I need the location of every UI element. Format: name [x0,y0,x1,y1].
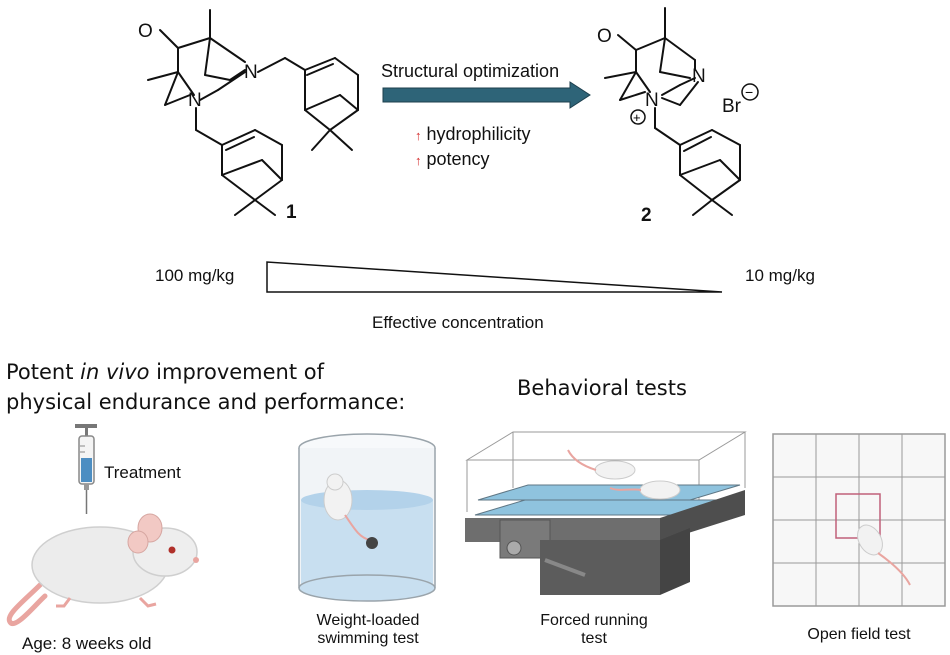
swimming-test-label-line2: swimming test [317,630,419,647]
age-label: Age: 8 weeks old [22,634,152,653]
swimming-test-label: Weight-loaded swimming test [288,612,448,648]
reaction-arrow-label: Structural optimization [381,61,560,81]
up-arrow-icon: ↑ [415,128,422,143]
improvement-hydrophilicity: ↑ hydrophilicity [415,124,531,145]
improvement-potency: ↑ potency [415,149,490,170]
open-field-label: Open field test [807,626,911,643]
running-test-label-line2: test [581,630,607,647]
improvement-text: hydrophilicity [426,124,531,144]
concentration-caption: Effective concentration [372,313,544,332]
compound-1-nitrogen-a: N [244,62,258,83]
endurance-title-line2: physical endurance and performance: [6,390,406,414]
up-arrow-icon: ↑ [415,153,422,168]
concentration-high-label: 100 mg/kg [155,266,235,285]
negative-charge-symbol: − [745,84,753,100]
endurance-prefix: Potent [6,360,81,384]
compound-1-oxygen: O [138,21,153,42]
endurance-suffix: improvement of [149,360,325,384]
endurance-title-line1: Potent in vivo improvement of [6,360,324,384]
concentration-low-label: 10 mg/kg [745,266,815,285]
treatment-label: Treatment [104,463,181,482]
running-test-label-line1: Forced running [540,612,648,629]
compound-2-counterion: Br [722,96,742,117]
swimming-test-label-line1: Weight-loaded [316,612,420,629]
negative-charge-icon [741,83,759,101]
endurance-italic: in vivo [80,360,150,384]
compound-2-nitrogen-b: N [645,90,659,111]
compound-2-nitrogen-a: N [692,66,706,87]
improvement-text: potency [426,149,490,169]
positive-charge-icon [630,109,646,125]
compound-2-oxygen: O [597,26,612,47]
running-test-label: Forced running test [524,612,664,648]
positive-charge-symbol: + [633,110,641,125]
behavioral-tests-title: Behavioral tests [517,376,687,400]
compound-2-label: 2 [641,205,652,226]
compound-1-nitrogen-b: N [188,90,202,111]
compound-1-label: 1 [286,202,297,223]
